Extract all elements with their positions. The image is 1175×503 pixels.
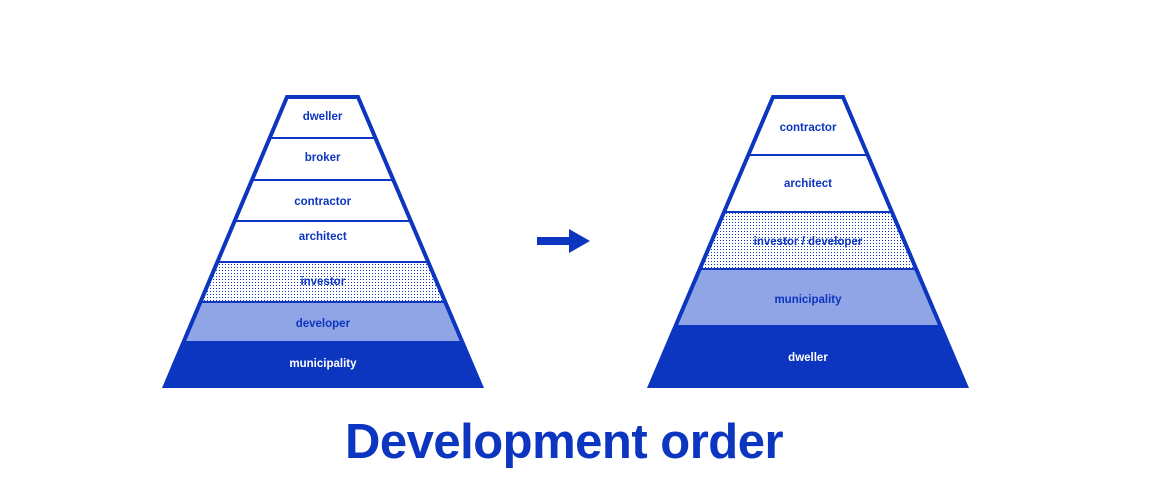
before-layer-label: developer (296, 318, 351, 330)
after-layer-label: architect (784, 178, 832, 190)
after-layer-label: municipality (774, 294, 842, 306)
after-layer-label: dweller (788, 352, 828, 364)
before-outline (161, 95, 485, 388)
after-outline (646, 95, 970, 388)
before-layer-1 (251, 138, 394, 180)
before-layer-3 (217, 221, 429, 262)
before-layer-label: broker (305, 152, 341, 164)
before-layer-6 (165, 342, 481, 386)
before-layer-2 (234, 180, 411, 221)
pyramid-before: dweller broker contractor architect investor… (161, 95, 485, 388)
before-layer-label: contractor (294, 196, 351, 208)
pyramid-after: contractor architect investor / developer m… (646, 95, 970, 388)
after-layer-1 (724, 155, 892, 212)
before-layer-label: investor (300, 276, 345, 288)
before-layer-label: municipality (289, 358, 357, 370)
before-layer-label: dweller (303, 111, 343, 123)
after-layer-2 (699, 212, 917, 269)
diagram-caption: Development order (344, 415, 784, 469)
before-layer-label: architect (299, 231, 347, 243)
before-layer-4 (200, 262, 446, 302)
before-layer-0 (269, 97, 376, 138)
after-layer-0 (748, 97, 868, 155)
after-layer-label: investor / developer (754, 236, 863, 248)
right-arrow-icon (537, 229, 590, 253)
before-layer-5 (183, 302, 463, 342)
after-layer-label: contractor (780, 122, 837, 134)
after-layer-4 (650, 326, 966, 386)
after-layer-3 (675, 269, 941, 326)
